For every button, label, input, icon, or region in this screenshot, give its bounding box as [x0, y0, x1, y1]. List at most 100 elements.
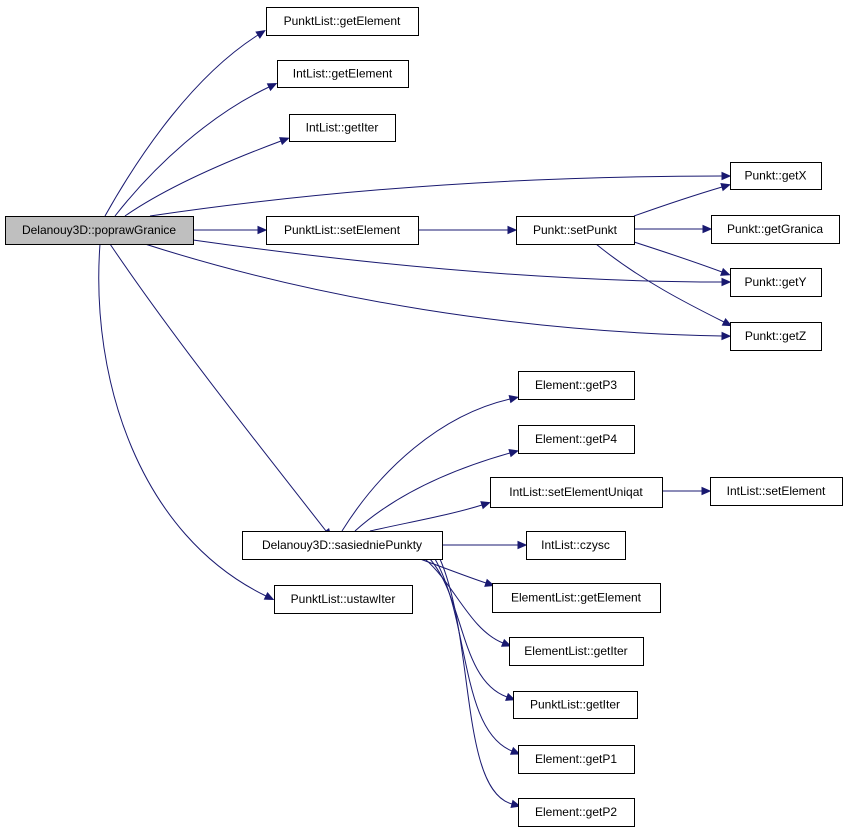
- node-box[interactable]: [492, 583, 661, 613]
- node-pl-ustawIter[interactable]: PunktList::ustawIter: [274, 585, 413, 614]
- node-il-czysc[interactable]: IntList::czysc: [526, 531, 626, 560]
- edge-d_sasiedniePunkty-to-e_getP3: [341, 398, 511, 532]
- node-box[interactable]: [518, 745, 635, 774]
- node-p-getZ[interactable]: Punkt::getZ: [730, 322, 822, 351]
- node-box[interactable]: [266, 7, 419, 36]
- node-box[interactable]: [730, 162, 822, 190]
- arrowhead-il_getIter: [279, 137, 290, 146]
- node-label: Punkt::getGranica: [727, 222, 823, 236]
- node-label: Element::getP2: [535, 805, 617, 819]
- arrowhead-p_getX: [720, 183, 731, 192]
- node-box[interactable]: [526, 531, 626, 560]
- node-label: IntList::getElement: [293, 67, 393, 81]
- node-box[interactable]: [730, 268, 822, 297]
- node-il-setElementUniqat[interactable]: IntList::setElementUniqat: [490, 477, 663, 508]
- arrowhead-pl_getIter: [505, 692, 516, 701]
- node-box[interactable]: [711, 215, 840, 244]
- edge-root-to-pl_getElement: [104, 34, 259, 217]
- node-box[interactable]: [710, 477, 843, 506]
- node-label: Delanouy3D::poprawGranice: [22, 223, 176, 237]
- node-box[interactable]: [518, 798, 635, 827]
- node-label: IntList::czysc: [541, 538, 610, 552]
- node-p-setPunkt[interactable]: Punkt::setPunkt: [516, 216, 635, 245]
- node-pl-getIter[interactable]: PunktList::getIter: [513, 691, 638, 719]
- node-box[interactable]: [730, 322, 822, 351]
- edge-d_sasiedniePunkty-to-el_getElement: [419, 558, 487, 584]
- node-box[interactable]: [266, 216, 419, 245]
- arrowhead-p_getZ: [721, 317, 733, 327]
- node-box[interactable]: [242, 531, 443, 560]
- arrowhead-p_getY: [721, 277, 732, 287]
- node-label: Delanouy3D::sasiedniePunkty: [262, 538, 422, 552]
- edge-root-to-d_sasiedniePunkty: [109, 243, 327, 532]
- node-box[interactable]: [5, 216, 194, 245]
- node-box[interactable]: [289, 114, 396, 142]
- node-label: IntList::setElement: [727, 484, 826, 498]
- node-el-getElement[interactable]: ElementList::getElement: [492, 583, 661, 613]
- edge-root-to-p_getX: [149, 175, 723, 217]
- node-e-getP4[interactable]: Element::getP4: [518, 425, 635, 454]
- arrowhead-p_getY: [720, 267, 731, 276]
- node-label: ElementList::getElement: [511, 591, 642, 605]
- node-box[interactable]: [509, 637, 644, 666]
- node-box[interactable]: [274, 585, 413, 614]
- node-label: Punkt::getX: [744, 169, 806, 183]
- node-layer: Delanouy3D::poprawGranice PunktList::getE…: [5, 7, 843, 827]
- node-il-getIter[interactable]: IntList::getIter: [289, 114, 396, 142]
- node-label: Element::getP4: [535, 432, 617, 446]
- arrowhead-e_getP3: [508, 394, 520, 404]
- edge-d_sasiedniePunkty-to-e_getP2: [439, 558, 513, 805]
- edge-p_setPunkt-to-p_getZ: [595, 243, 725, 323]
- edge-layer: [98, 30, 733, 808]
- node-pl-setElement[interactable]: PunktList::setElement: [266, 216, 419, 245]
- node-label: Punkt::setPunkt: [533, 223, 618, 237]
- arrowhead-il_setElementUniqat: [480, 501, 491, 510]
- arrowhead-pl_ustawIter: [263, 591, 275, 601]
- edge-root-to-p_getY: [192, 239, 723, 283]
- arrowhead-p_getGranica: [702, 224, 713, 234]
- node-e-getP3[interactable]: Element::getP3: [518, 371, 635, 400]
- arrowhead-p_getX: [721, 171, 732, 181]
- node-label: Element::getP1: [535, 752, 617, 766]
- edge-root-to-p_getZ: [144, 243, 723, 337]
- node-el-getIter[interactable]: ElementList::getIter: [509, 637, 644, 666]
- node-p-getGranica[interactable]: Punkt::getGranica: [711, 215, 840, 244]
- arrowhead-el_getElement: [484, 578, 495, 587]
- edge-d_sasiedniePunkty-to-e_getP4: [354, 452, 511, 532]
- node-label: IntList::setElementUniqat: [509, 485, 643, 499]
- arrowhead-e_getP4: [508, 449, 519, 458]
- arrowhead-e_getP1: [509, 746, 521, 755]
- node-pl-getElement[interactable]: PunktList::getElement: [266, 7, 419, 36]
- node-box[interactable]: [490, 477, 663, 508]
- node-label: Element::getP3: [535, 378, 617, 392]
- node-box[interactable]: [516, 216, 635, 245]
- edge-p_setPunkt-to-p_getX: [633, 186, 723, 217]
- edge-d_sasiedniePunkty-to-pl_getIter: [429, 558, 508, 698]
- arrowhead-p_setPunkt: [507, 225, 518, 235]
- node-label: PunktList::getIter: [530, 698, 620, 712]
- node-box[interactable]: [518, 371, 635, 400]
- node-il-getElement[interactable]: IntList::getElement: [277, 60, 409, 88]
- node-e-getP2[interactable]: Element::getP2: [518, 798, 635, 827]
- node-d-sasiedniePunkty[interactable]: Delanouy3D::sasiedniePunkty: [242, 531, 443, 560]
- node-box[interactable]: [518, 425, 635, 454]
- node-label: PunktList::setElement: [284, 223, 401, 237]
- arrowhead-el_getIter: [500, 638, 512, 647]
- node-p-getY[interactable]: Punkt::getY: [730, 268, 822, 297]
- node-p-getX[interactable]: Punkt::getX: [730, 162, 822, 190]
- node-box[interactable]: [277, 60, 409, 88]
- edge-root-to-il_getIter: [124, 140, 282, 217]
- node-root[interactable]: Delanouy3D::poprawGranice: [5, 216, 194, 245]
- node-e-getP1[interactable]: Element::getP1: [518, 745, 635, 774]
- node-label: ElementList::getIter: [524, 644, 627, 658]
- edge-d_sasiedniePunkty-to-el_getIter: [424, 558, 504, 644]
- node-box[interactable]: [513, 691, 638, 719]
- arrowhead-pl_getElement: [255, 30, 266, 39]
- edge-d_sasiedniePunkty-to-e_getP1: [434, 558, 513, 752]
- node-il-setElement[interactable]: IntList::setElement: [710, 477, 843, 506]
- node-label: Punkt::getY: [744, 275, 806, 289]
- node-label: IntList::getIter: [306, 121, 379, 135]
- arrowhead-il_setElement: [701, 486, 712, 496]
- arrowhead-il_czysc: [517, 540, 528, 550]
- edge-p_setPunkt-to-p_getY: [633, 241, 723, 273]
